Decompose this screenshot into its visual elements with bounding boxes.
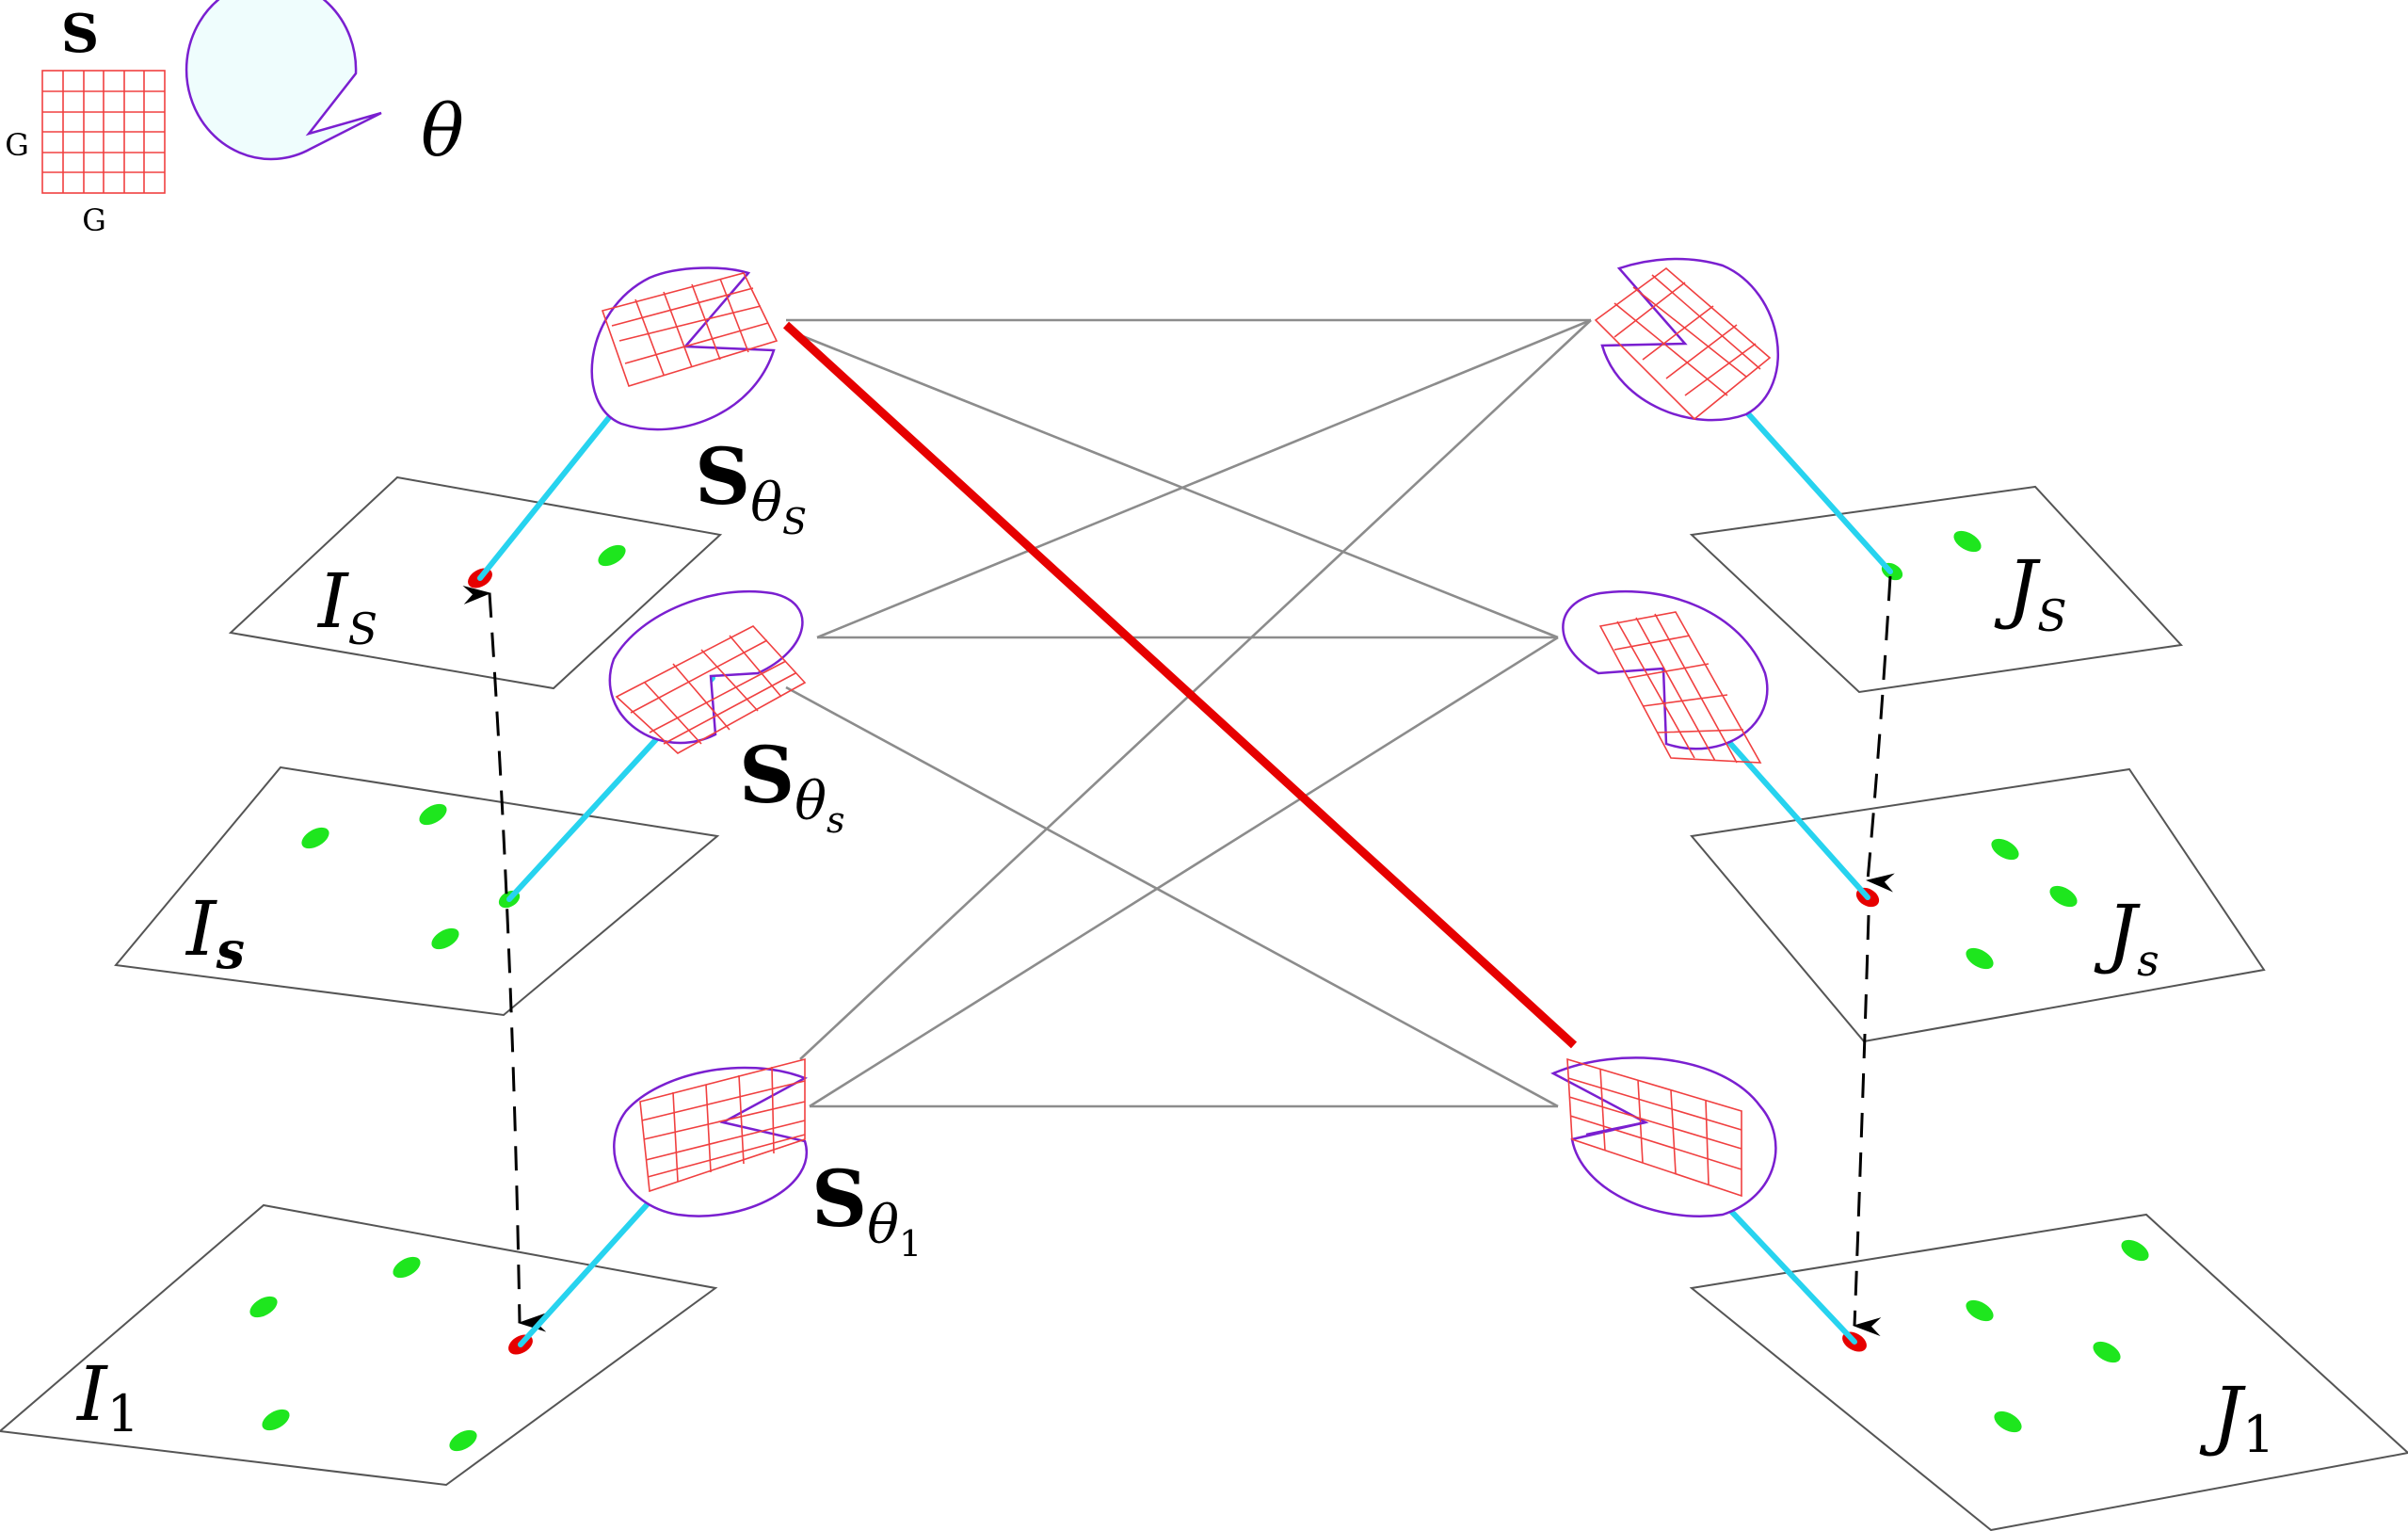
legend-grid-label-bottom: G: [82, 202, 106, 238]
legend: S G G θ: [5, 0, 464, 238]
keypoint: [1991, 838, 2019, 861]
left-top-image-label: IS: [316, 557, 377, 654]
keypoint: [431, 927, 459, 950]
left-descriptor-bottom: [613, 1057, 809, 1217]
left-image-stack: IS Is I1: [0, 475, 723, 1487]
keypoint: [2121, 1239, 2149, 1262]
right-image-plane-top: [1689, 485, 2184, 694]
left-mid-image-label: Is: [185, 885, 245, 980]
left-descriptor-top: [590, 266, 779, 431]
descriptor-label-top: SθS: [695, 432, 807, 542]
keypoint: [449, 1429, 477, 1452]
right-image-stack: JS Js J1: [1689, 485, 2408, 1531]
descriptor-label-mid: Sθs: [739, 731, 844, 841]
legend-angle-symbol: θ: [421, 89, 464, 172]
right-scale-arrow-lower: [1853, 914, 1882, 1337]
left-scale-arrow: [462, 585, 547, 1332]
keypoint: [301, 827, 329, 849]
right-descriptor-bottom: [1550, 1056, 1777, 1217]
match-lines: [782, 318, 1592, 1108]
legend-grid-label-left: G: [5, 127, 29, 163]
legend-orientation-pacman: [185, 0, 382, 161]
keypoint: [598, 544, 626, 567]
right-descriptor-mid: [1562, 589, 1769, 764]
keypoint: [393, 1256, 421, 1279]
legend-grid: [41, 70, 166, 194]
right-descriptor-top: [1594, 257, 1779, 422]
keypoint: [1966, 1299, 1994, 1322]
best-match-line: [782, 321, 1578, 1049]
right-image-plane-mid: [1690, 767, 2266, 1043]
left-descriptor-mid: [608, 589, 807, 754]
keypoint: [2049, 885, 2078, 908]
right-image-plane-bottom: [1689, 1213, 2408, 1531]
keypoint: [1994, 1410, 2022, 1433]
keypoint: [1953, 530, 1982, 553]
keypoint: [249, 1296, 278, 1318]
keypoint: [2093, 1341, 2121, 1363]
left-bottom-image-label: I1: [75, 1350, 139, 1443]
descriptor-label-bottom: Sθ1: [811, 1154, 922, 1265]
right-scale-arrow-upper: [1866, 575, 1895, 893]
legend-scale-symbol: S: [61, 3, 99, 65]
keypoint: [419, 803, 447, 826]
keypoint: [1966, 947, 1994, 970]
keypoint: [262, 1409, 290, 1431]
